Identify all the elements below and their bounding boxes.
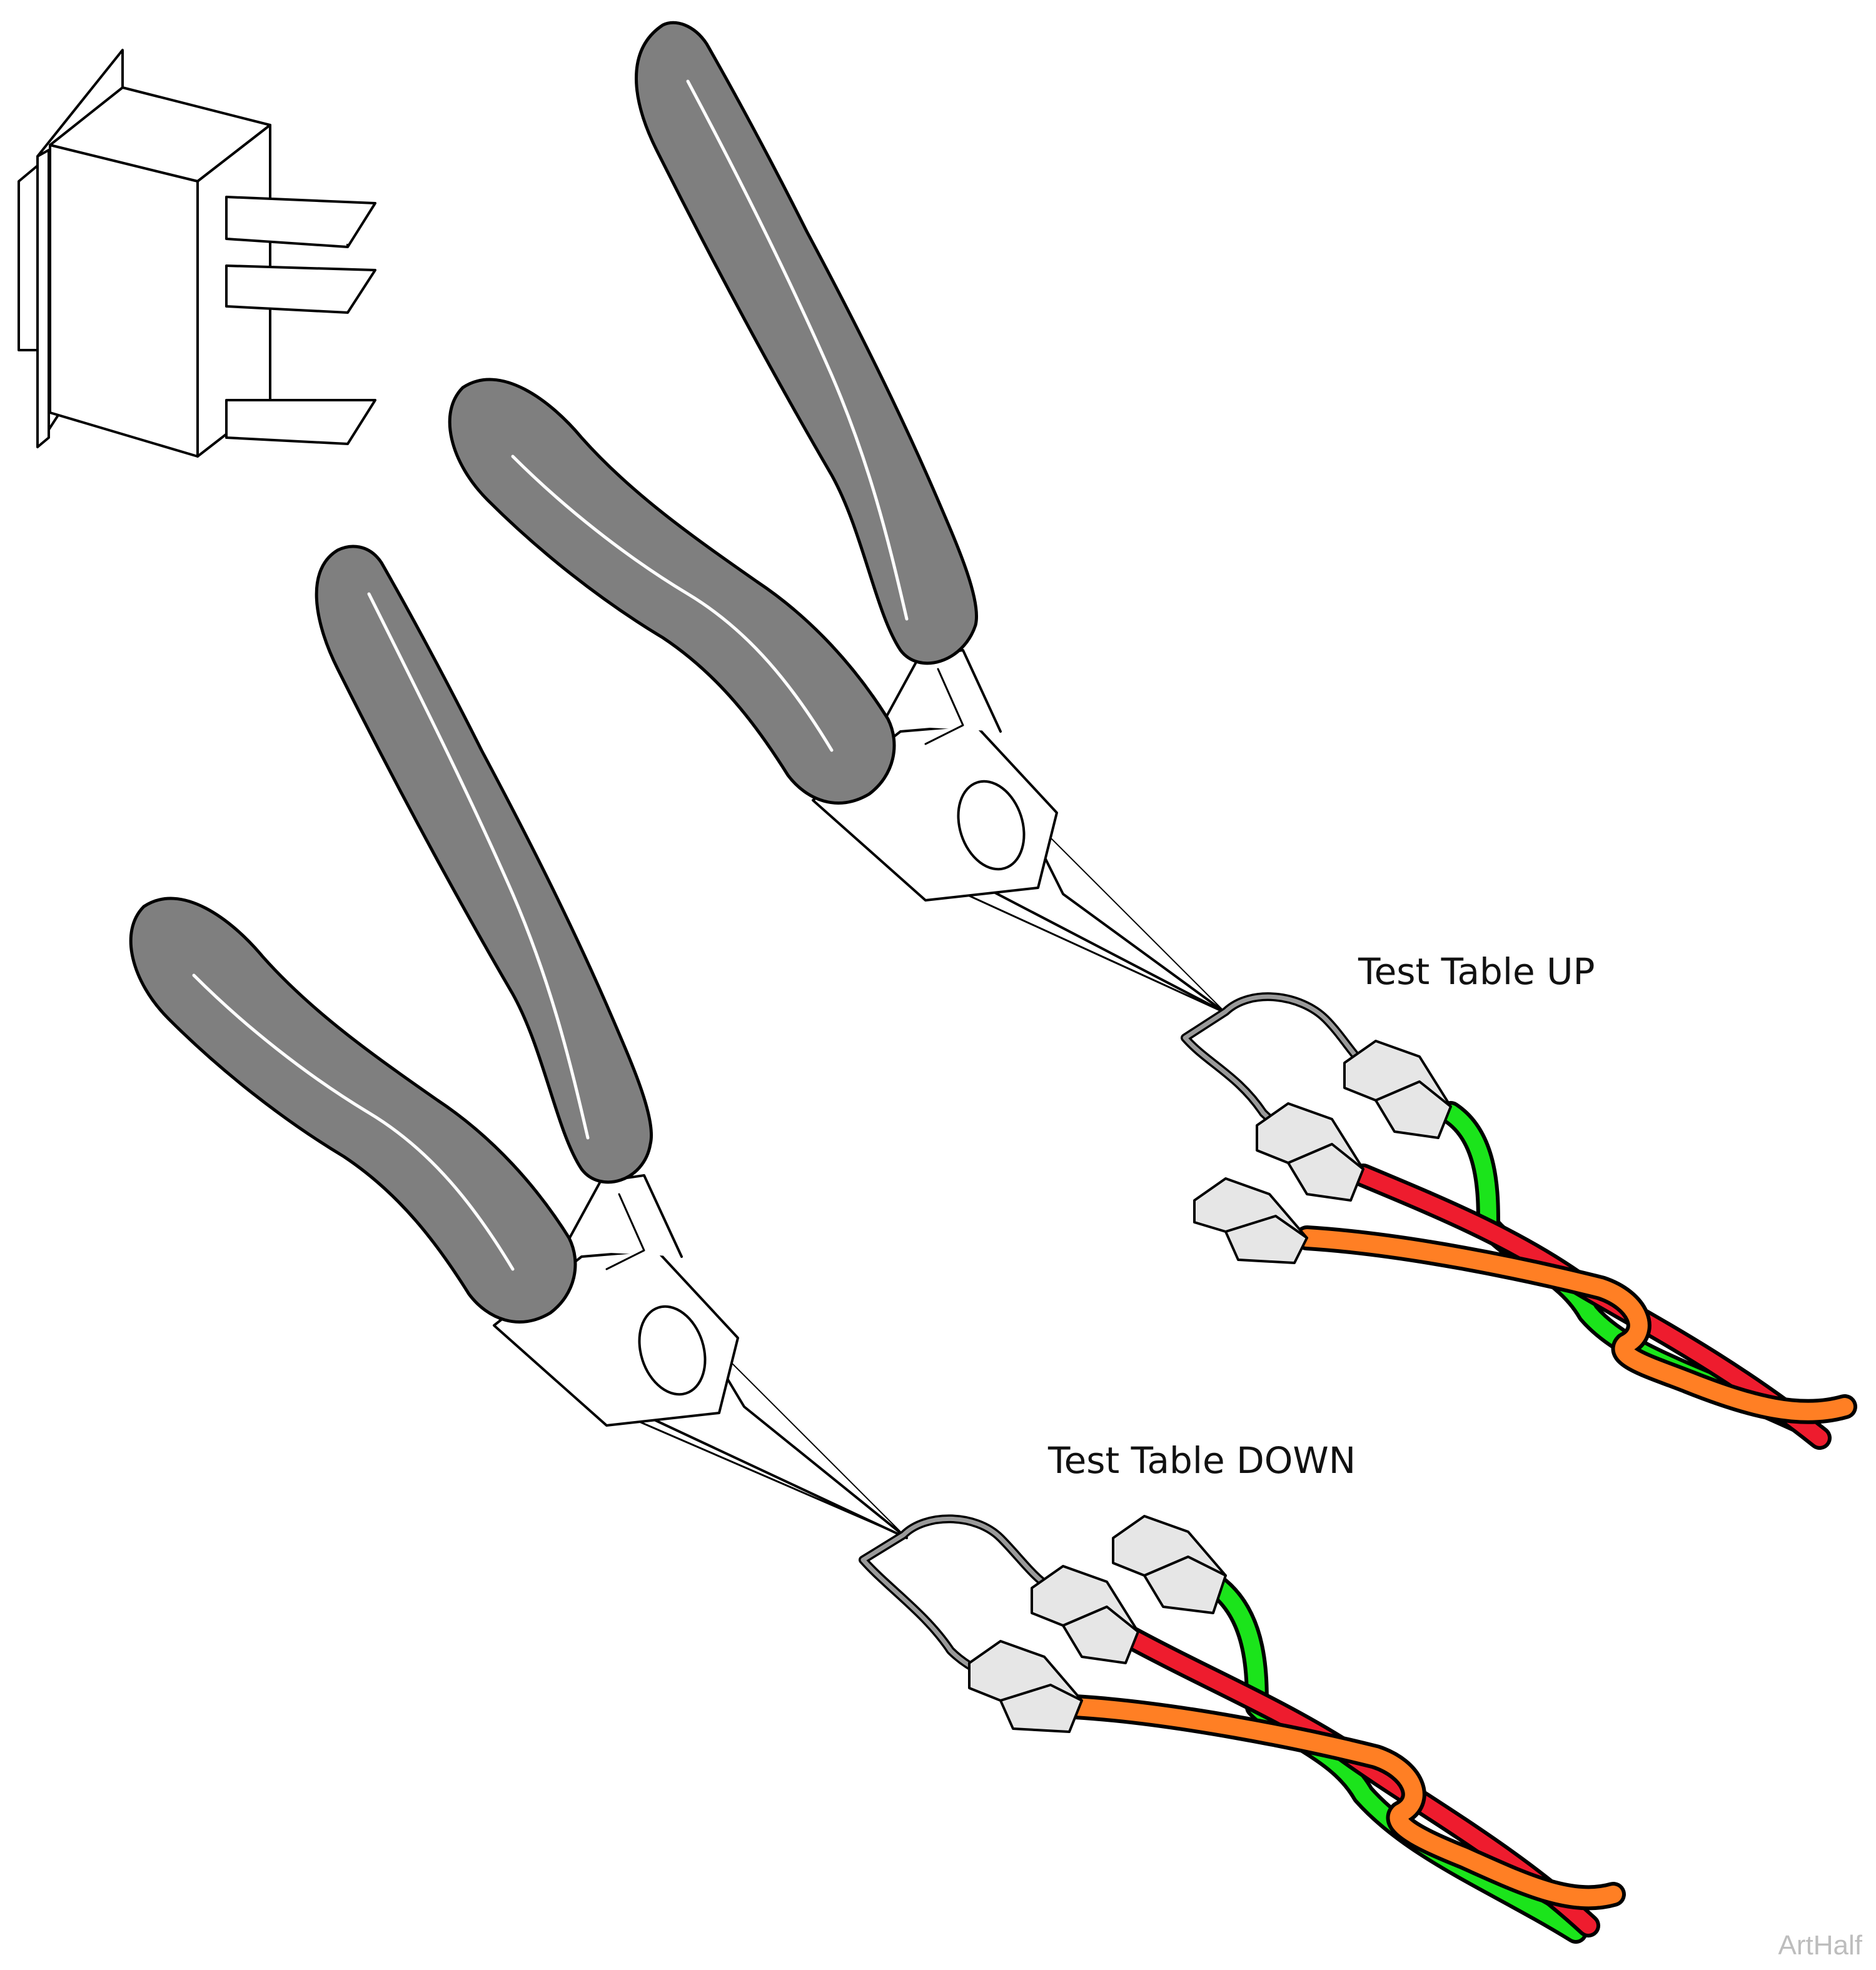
watermark: ArtHalf — [1778, 1930, 1862, 1961]
switch-terminal-bottom — [225, 399, 376, 445]
connector-down-1 — [1112, 1515, 1227, 1614]
switch-terminal-middle — [225, 264, 376, 314]
pliers-up-handle-front — [448, 378, 896, 805]
pliers-up-rivet — [957, 780, 1026, 871]
pliers-down-rivet — [638, 1305, 707, 1396]
switch-body-front — [49, 144, 199, 458]
switch-terminal-top — [225, 196, 376, 248]
pliers-down-handle-front — [129, 897, 577, 1324]
label-test-table-up: Test Table UP — [1358, 950, 1595, 993]
pliers-down-handle-back — [315, 545, 653, 1184]
connector-down-2 — [1031, 1565, 1139, 1664]
label-test-table-down: Test Table DOWN — [1048, 1439, 1356, 1482]
pliers-up-handle-back — [635, 21, 978, 665]
harness-down — [859, 1514, 1626, 1944]
harness-up — [1181, 992, 1857, 1450]
connector-down-3 — [968, 1640, 1083, 1733]
connector-up-3 — [1193, 1177, 1308, 1264]
pliers-down — [129, 545, 908, 1539]
switch-bezel-edge — [36, 149, 50, 448]
connector-up-2 — [1256, 1102, 1364, 1202]
connector-up-1 — [1343, 1040, 1452, 1139]
switch-rocker — [18, 164, 39, 351]
pliers-up — [448, 21, 1227, 1014]
rocker-switch — [18, 49, 376, 458]
